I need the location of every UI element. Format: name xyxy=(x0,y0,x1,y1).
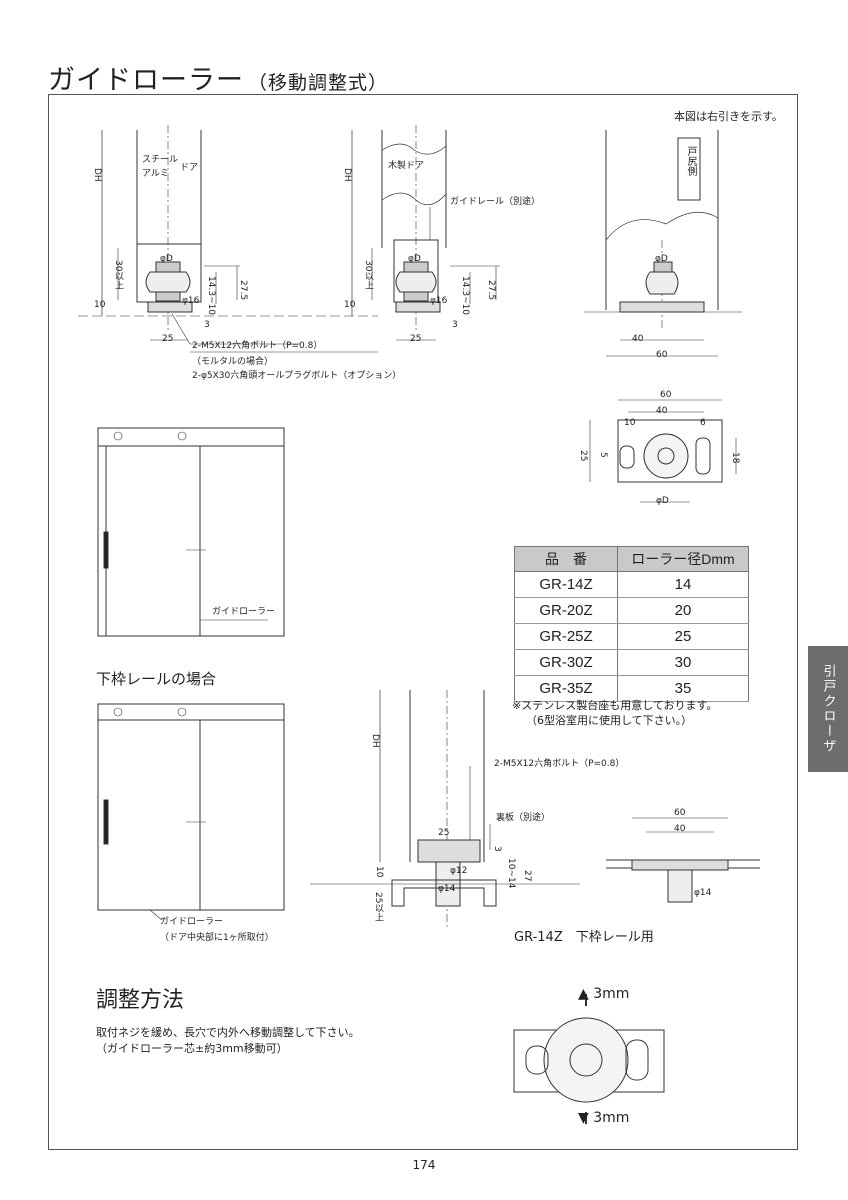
label-door: ドア xyxy=(180,163,199,173)
dim-3-3: 3 xyxy=(492,846,502,852)
dim-14-3-2: 14.3~10 xyxy=(460,276,470,316)
label-steel: スチール xyxy=(142,155,179,165)
bottom-rail-heading: 下枠レールの場合 xyxy=(96,670,217,688)
right-pull-note: 本図は右引きを示す。 xyxy=(674,110,783,123)
label-wood-door: 木製ドア xyxy=(388,161,425,171)
dim-6: 6 xyxy=(700,418,706,428)
section-jamb-side xyxy=(584,130,742,357)
dim-10-14: 10~14 xyxy=(506,858,516,889)
elevation-top-rail xyxy=(97,427,285,637)
dim-60-2: 60 xyxy=(660,390,672,400)
dim-27-5-1: 27.5 xyxy=(238,280,248,301)
label-guide-roller-1: ガイドローラー xyxy=(212,607,276,617)
dim-40-1: 40 xyxy=(632,334,644,344)
dim-25-3: 25 xyxy=(578,450,588,462)
label-guide-rail: ガイドレール（別途） xyxy=(450,197,541,207)
side-tab[interactable]: 引戸クローザ xyxy=(808,646,848,772)
dim-phi16-1: φ16 xyxy=(182,296,200,306)
dim-phid-1: φD xyxy=(160,254,173,264)
arrow-up-icon: ▲ xyxy=(578,986,589,1002)
plan-view xyxy=(589,399,737,503)
section-steel-door xyxy=(78,125,378,353)
dim-30-2: 30以上 xyxy=(363,260,373,290)
dim-phi14-1: φ14 xyxy=(438,884,456,894)
dim-27: 27 xyxy=(522,870,532,882)
down-arrow-label: ▼ 3mm xyxy=(578,1110,630,1126)
label-plug-bolt: 2-φ5X30六角頭オールプラグボルト（オプション） xyxy=(192,371,402,381)
dim-27-5-2: 27.5 xyxy=(486,280,496,301)
adjust-heading: 調整方法 xyxy=(96,988,185,1013)
label-jamb-side: 戸尻側 xyxy=(685,146,696,176)
dim-dh-3: DH xyxy=(370,734,380,748)
dim-phi12: φ12 xyxy=(450,866,468,876)
stainless-note-1: ※ステンレス製台座も用意しております。 xyxy=(512,699,718,712)
dim-25-2: 25 xyxy=(410,334,422,344)
gr14z-caption: GR-14Z 下枠レール用 xyxy=(514,930,654,945)
table-header-row: 品 番 ローラー径Dmm xyxy=(514,546,749,572)
dim-40-2: 40 xyxy=(656,406,668,416)
dim-60-1: 60 xyxy=(656,350,668,360)
dim-5: 5 xyxy=(598,452,608,458)
up-arrow-label: ▲ 3mm xyxy=(578,986,630,1002)
section-bottom-rail xyxy=(310,690,580,930)
dim-25-4: 25 xyxy=(438,828,450,838)
dim-dh-2: DH xyxy=(342,168,352,182)
dim-30-1: 30以上 xyxy=(113,260,123,290)
dim-10-3: 10 xyxy=(624,418,636,428)
dim-10-4: 10 xyxy=(374,866,384,878)
label-guide-roller-2: ガイドローラー xyxy=(160,917,224,927)
dim-3-1: 3 xyxy=(204,320,210,330)
label-mortar: （モルタルの場合） xyxy=(192,357,274,367)
dim-3-2: 3 xyxy=(452,320,458,330)
arrow-down-icon: ▼ xyxy=(578,1110,589,1126)
label-back-plate: 裏板（別途） xyxy=(496,813,551,823)
dim-60-3: 60 xyxy=(674,808,686,818)
dim-phid-4: φD xyxy=(656,496,669,506)
adjustment-detail xyxy=(513,994,665,1124)
dim-10-2: 10 xyxy=(344,300,356,310)
section-wood-door xyxy=(351,125,500,341)
dim-14-3-1: 14.3~10 xyxy=(206,276,216,316)
page-number: 174 xyxy=(412,1158,436,1172)
dim-phid-2: φD xyxy=(408,254,421,264)
page-title: ガイドローラー（移動調整式） xyxy=(48,65,389,96)
header-roller-dia: ローラー径Dmm xyxy=(617,546,749,572)
label-bolt-1: 2-M5X12六角ボルト（P=0.8） xyxy=(192,341,323,351)
adjust-text-1: 取付ネジを緩め、長穴で内外へ移動調整して下さい。 xyxy=(96,1026,360,1039)
drawing-frame xyxy=(48,94,798,1150)
dim-40-3: 40 xyxy=(674,824,686,834)
dim-phi16-2: φ16 xyxy=(430,296,448,306)
dim-25up: 25以上 xyxy=(373,892,383,922)
header-part-no: 品 番 xyxy=(514,546,618,572)
label-center-note: （ドア中央部に1ヶ所取付） xyxy=(160,933,274,943)
dim-10-1: 10 xyxy=(94,300,106,310)
dim-18: 18 xyxy=(730,452,740,464)
elevation-bottom-rail xyxy=(97,703,285,921)
label-aluminum: アルミ xyxy=(142,169,169,179)
adjust-text-2: （ガイドローラー芯±約3mm移動可） xyxy=(96,1042,288,1055)
dim-dh-1: DH xyxy=(92,168,102,182)
gr14z-view xyxy=(606,817,760,903)
dim-phi14-2: φ14 xyxy=(694,888,712,898)
dim-phid-3: φD xyxy=(655,254,668,264)
label-bolt-2: 2-M5X12六角ボルト（P=0.8） xyxy=(494,759,625,769)
stainless-note-2: （6型浴室用に使用して下さい。） xyxy=(526,714,693,727)
dim-25-1: 25 xyxy=(162,334,174,344)
